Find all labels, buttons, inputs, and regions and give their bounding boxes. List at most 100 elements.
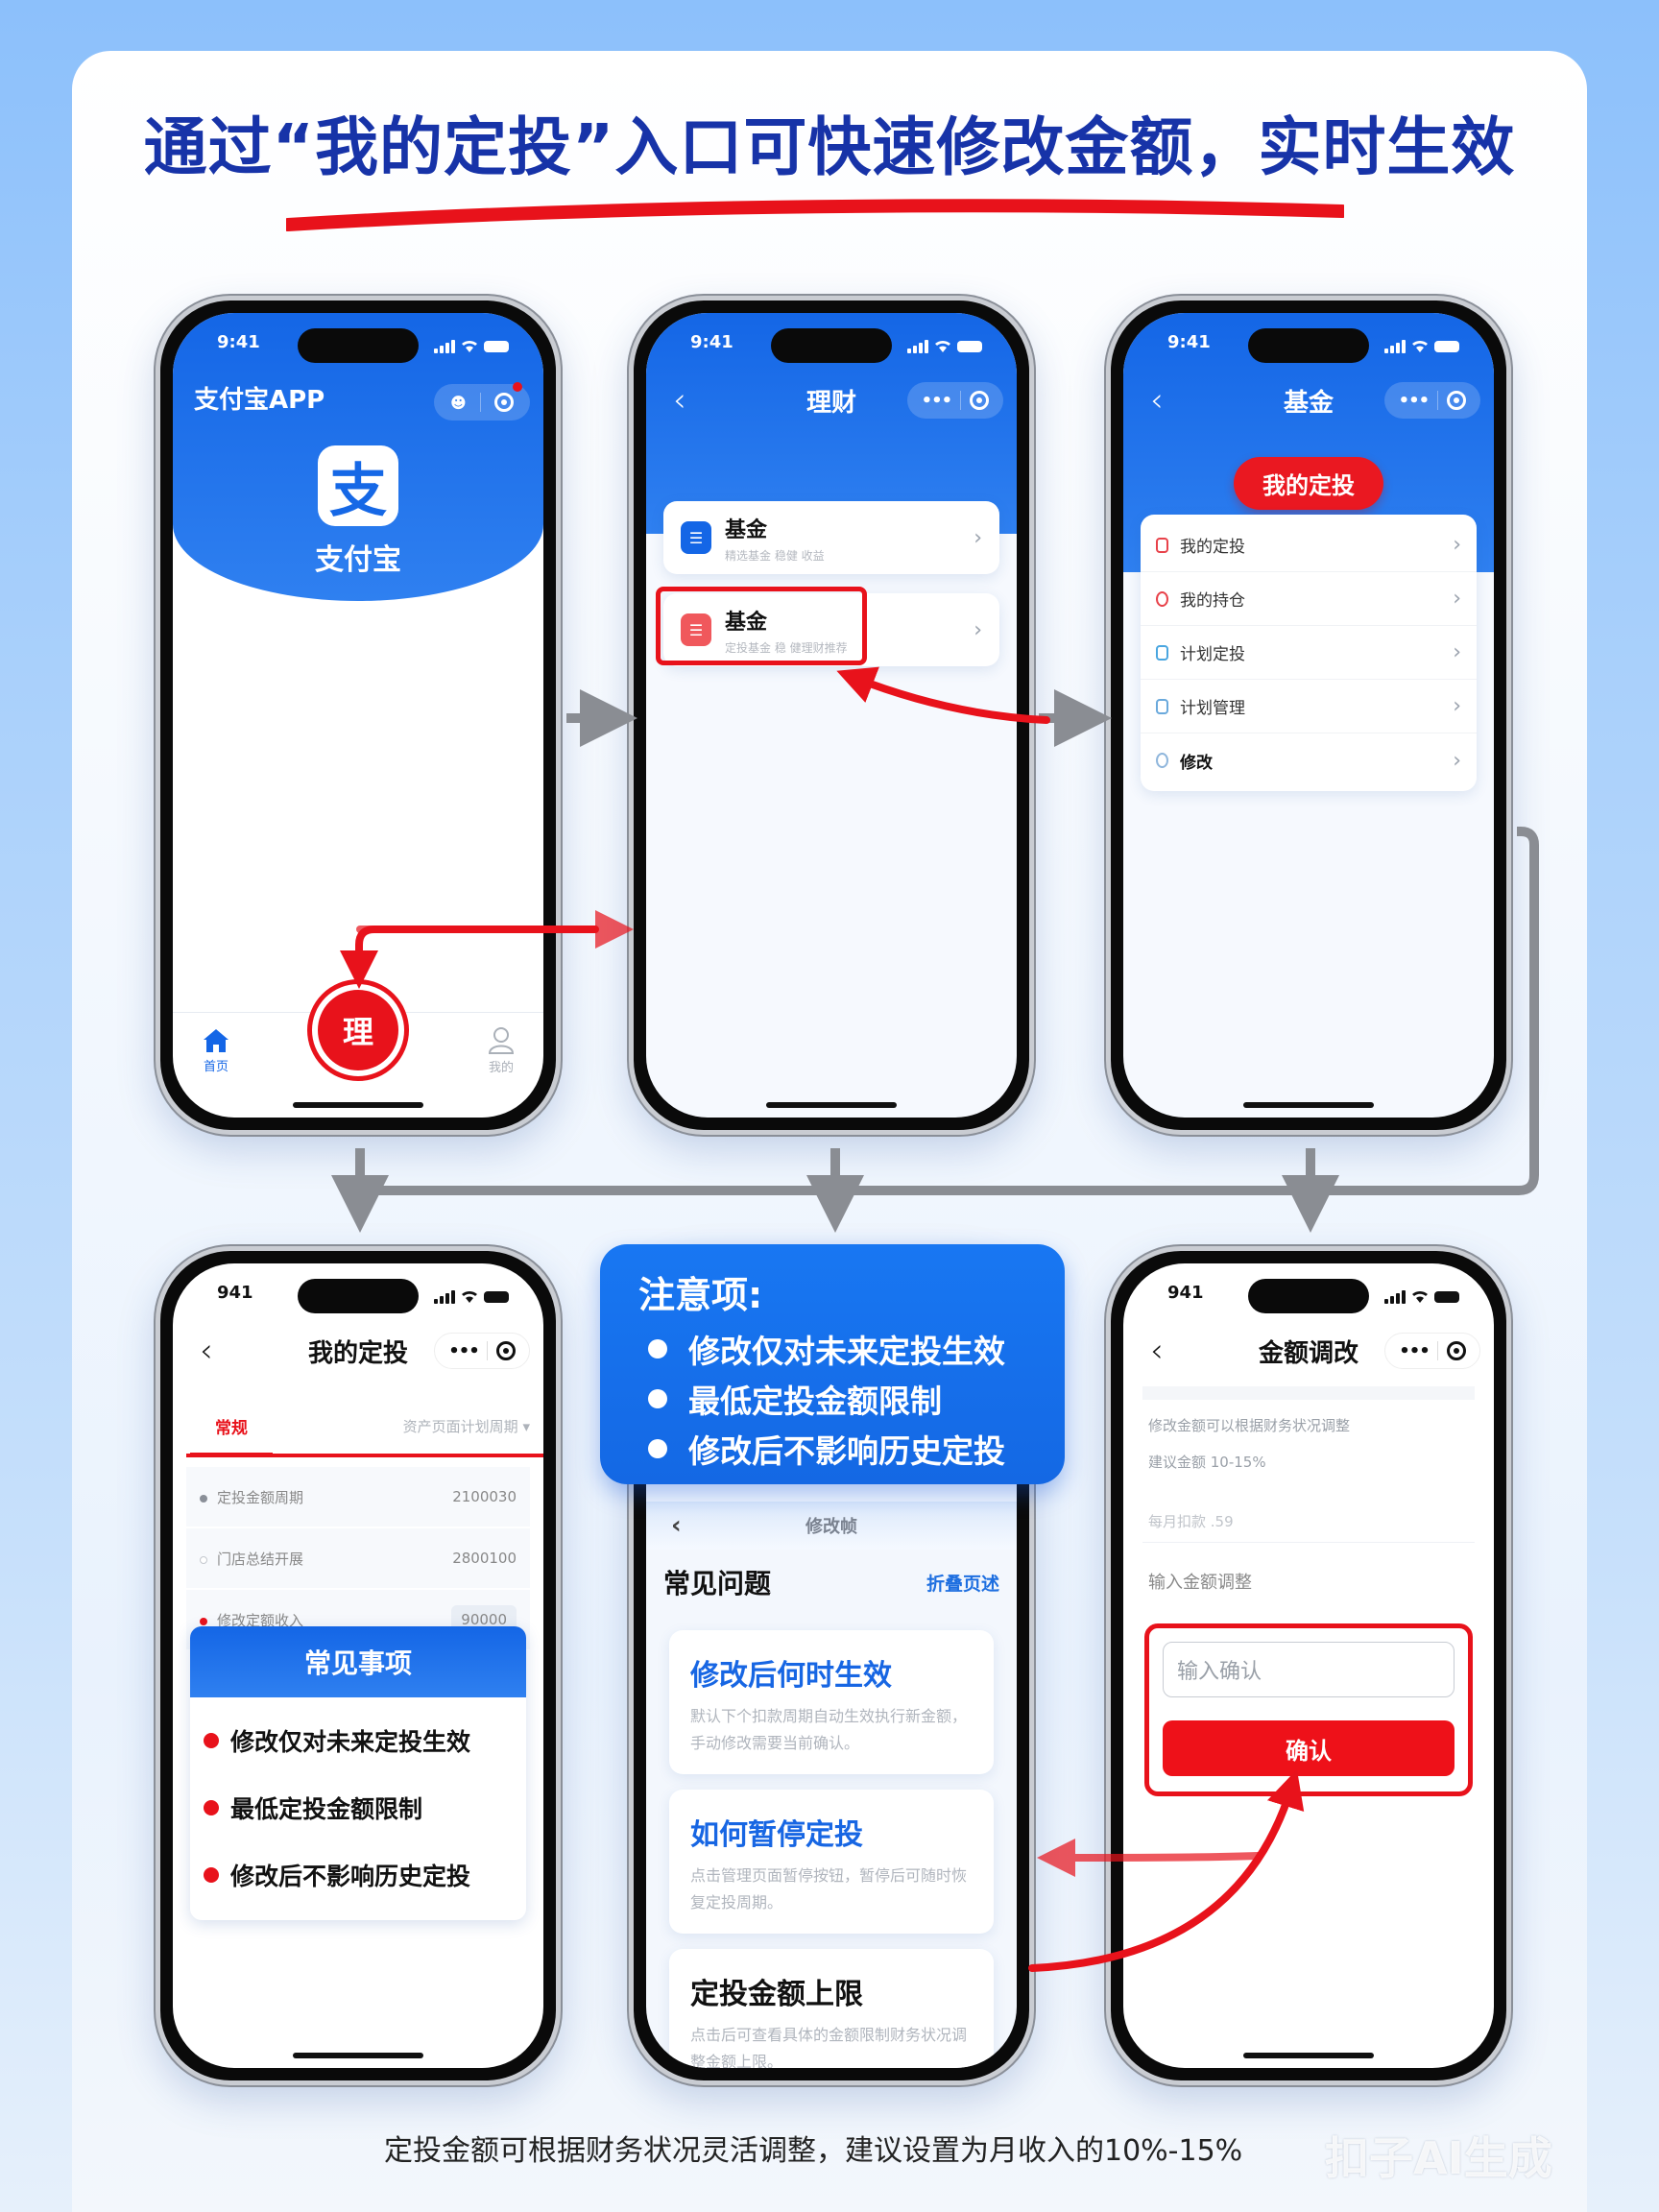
capsule-menu[interactable]: ••• <box>1384 1333 1480 1369</box>
nav-title: 修改帧 <box>805 1517 857 1537</box>
nav-bar: ‹ 理财 ••• <box>646 374 1017 426</box>
notice-item: 修改仅对未来定投生效 <box>638 1324 1026 1374</box>
highlight-frame <box>656 587 867 665</box>
phone-fund: 9:41 ‹ 基金 ••• 我的定投 我的定投› 我的持仓› 计划定投› 计划管… <box>1106 296 1511 1135</box>
close-target-icon[interactable] <box>970 391 990 410</box>
watermark: 扣子AI生成 <box>1325 2132 1552 2184</box>
menu-item[interactable]: 计划定投› <box>1141 626 1477 680</box>
more-icon[interactable]: ••• <box>1398 390 1431 411</box>
capsule-menu[interactable]: ••• <box>1384 382 1480 419</box>
wifi-icon <box>935 340 950 352</box>
capsule-menu[interactable]: ••• <box>907 382 1003 419</box>
faq-title: 常见事项 <box>190 1626 526 1697</box>
signal-icon <box>434 1290 455 1304</box>
tab-wealth[interactable]: 理 <box>312 984 404 1076</box>
close-target-icon[interactable] <box>495 1341 516 1360</box>
faq-question[interactable]: 修改后何时生效 默认下个扣款周期自动生效执行新金额，手动修改需要当前确认。 <box>669 1630 994 1774</box>
tab-mine[interactable]: 我的 <box>488 1026 515 1075</box>
more-icon[interactable]: ••• <box>448 1340 480 1361</box>
page-title: 通过“我的定投”入口可快速修改金额，实时生效 <box>143 110 1516 184</box>
battery-icon <box>957 341 982 352</box>
faq-section-header: 常见问题 折叠页述 <box>663 1568 999 1599</box>
faq-item: 最低定投金额限制 <box>190 1774 526 1841</box>
status-time: 9:41 <box>217 332 260 352</box>
nav-bar: ‹ 修改帧 <box>646 1502 1017 1550</box>
faq-item: 修改仅对未来定投生效 <box>190 1707 526 1774</box>
doc-icon <box>1156 537 1168 553</box>
menu-item[interactable]: 我的定投› <box>1141 518 1477 572</box>
collapse-link[interactable]: 折叠页述 <box>926 1573 999 1595</box>
faq-question[interactable]: 如何暂停定投 点击管理页面暂停按钮，暂停后可随时恢复定投周期。 <box>669 1790 994 1934</box>
wifi-icon <box>462 340 477 352</box>
section-label: 输入金额调整 <box>1148 1573 1252 1593</box>
chevron-right-icon: › <box>1453 533 1461 557</box>
confirm-button[interactable]: 确认 <box>1163 1720 1455 1776</box>
nav-bar: ‹ 我的定投 ••• <box>173 1325 543 1377</box>
nav-title: 金额调改 <box>1258 1338 1358 1368</box>
capsule-menu[interactable]: ••• <box>434 1333 530 1369</box>
signal-icon <box>1384 340 1406 353</box>
back-button[interactable]: ‹ <box>1150 1332 1164 1370</box>
app-title: 支付宝APP <box>194 386 325 415</box>
nav-title: 基金 <box>1283 388 1334 418</box>
phone-wealth: 9:41 ‹ 理财 ••• ☰ 基金精选基金 稳健 收益 › ☰ 基金定投基金 … <box>629 296 1034 1135</box>
chevron-right-icon: › <box>1453 748 1461 773</box>
amount-input[interactable]: 输入确认 <box>1163 1642 1455 1697</box>
user-icon <box>488 1027 515 1054</box>
wifi-icon <box>1412 1290 1428 1303</box>
list-item-fund-highlighted[interactable]: ☰ 基金定投基金 稳 健理财推荐 › <box>663 593 999 666</box>
alipay-logo: 支 <box>318 445 398 526</box>
chevron-right-icon: › <box>1453 640 1461 664</box>
status-time: 9:41 <box>1167 332 1211 352</box>
highlight-frame: 输入确认 确认 <box>1144 1623 1473 1796</box>
home-icon <box>204 1029 228 1052</box>
menu-item[interactable]: 计划管理› <box>1141 680 1477 733</box>
chevron-right-icon: › <box>1453 587 1461 611</box>
target-icon[interactable] <box>493 393 514 412</box>
phone-amount-edit: 941 ‹ 金额调改 ••• 修改金额可以根据财务状况调整 建议金额 10-15… <box>1106 1246 1511 2085</box>
notice-box: 注意项: 修改仅对未来定投生效 最低定投金额限制 修改后不影响历史定投 <box>600 1244 1065 1484</box>
notice-item: 修改后不影响历史定投 <box>638 1424 1026 1474</box>
battery-icon <box>1434 1291 1459 1303</box>
nav-title: 我的定投 <box>307 1338 408 1368</box>
battery-icon <box>1434 341 1459 352</box>
more-icon[interactable]: ••• <box>1399 1340 1431 1361</box>
signal-icon <box>1384 1290 1406 1304</box>
my-investment-button[interactable]: 我的定投 <box>1234 457 1383 510</box>
nav-bar: ‹ 金额调改 ••• <box>1123 1325 1494 1377</box>
faq-question[interactable]: 定投金额上限 点击后可查看具体的金额限制财务状况调整金额上限。 <box>669 1949 994 2068</box>
user-icon[interactable]: ☻ <box>450 393 467 412</box>
list-item-fund[interactable]: ☰ 基金精选基金 稳健 收益 › <box>663 501 999 574</box>
notice-title: 注意项: <box>638 1274 763 1316</box>
status-time: 941 <box>1167 1283 1204 1303</box>
chevron-right-icon: › <box>974 525 982 550</box>
close-target-icon[interactable] <box>1446 1341 1466 1360</box>
fund-menu: 我的定投› 我的持仓› 计划定投› 计划管理› 修改› <box>1141 515 1477 791</box>
menu-item[interactable]: 我的持仓› <box>1141 572 1477 626</box>
back-button[interactable]: ‹ <box>1150 381 1164 420</box>
back-button[interactable]: ‹ <box>673 381 686 420</box>
tab-strip: 常规 资产页面计划周期 ▾ <box>186 1398 543 1457</box>
menu-item-modify[interactable]: 修改› <box>1141 733 1477 787</box>
tab-home[interactable]: 首页 <box>202 1027 230 1074</box>
capsule-menu[interactable]: ☻ <box>434 382 530 421</box>
title-underline <box>286 199 1344 231</box>
footer-note: 定投金额可根据财务状况灵活调整，建议设置为月收入的10%-15% <box>384 2134 1243 2168</box>
alipay-logo-name: 支付宝 <box>315 543 401 577</box>
tab-regular[interactable]: 常规 <box>190 1414 273 1455</box>
nav-title: 理财 <box>805 388 856 418</box>
phone-alipay-home: 9:41 支付宝APP ☻ 支 支付宝 首页 理 我的 <box>156 296 561 1135</box>
close-target-icon[interactable] <box>1447 391 1467 410</box>
hint-text: 修改金额可以根据财务状况调整 <box>1148 1417 1351 1434</box>
back-button[interactable]: ‹ <box>200 1332 213 1370</box>
more-icon[interactable]: ••• <box>921 390 953 411</box>
fund-icon: ☰ <box>681 613 711 646</box>
back-button[interactable]: ‹ <box>671 1511 682 1540</box>
notice-item: 最低定投金额限制 <box>638 1374 1026 1424</box>
wifi-icon <box>1412 340 1428 352</box>
period-dropdown[interactable]: 资产页面计划周期 ▾ <box>402 1417 530 1435</box>
